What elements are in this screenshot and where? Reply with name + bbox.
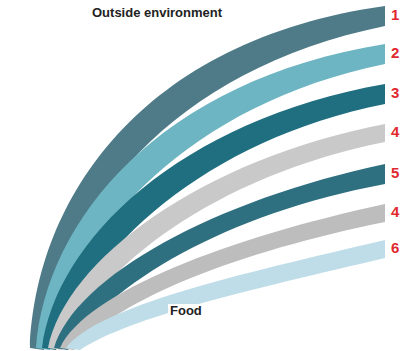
layer-band <box>30 6 385 350</box>
layer-band <box>36 44 385 350</box>
layer-band <box>54 164 385 350</box>
callout-number: 3 <box>391 85 399 102</box>
callout-number: 4 <box>391 204 399 221</box>
callout-number: 5 <box>391 165 399 182</box>
callout-number: 1 <box>391 7 399 24</box>
callout-number: 6 <box>391 240 399 257</box>
callout-number: 4 <box>391 124 399 141</box>
callout-number: 2 <box>391 45 399 62</box>
layer-band <box>60 204 385 350</box>
layer-band <box>66 240 385 350</box>
layer-band <box>42 84 385 350</box>
heading-text: Food <box>168 304 204 318</box>
layer-band <box>48 124 385 350</box>
heading-text: Outside environment <box>90 6 224 20</box>
